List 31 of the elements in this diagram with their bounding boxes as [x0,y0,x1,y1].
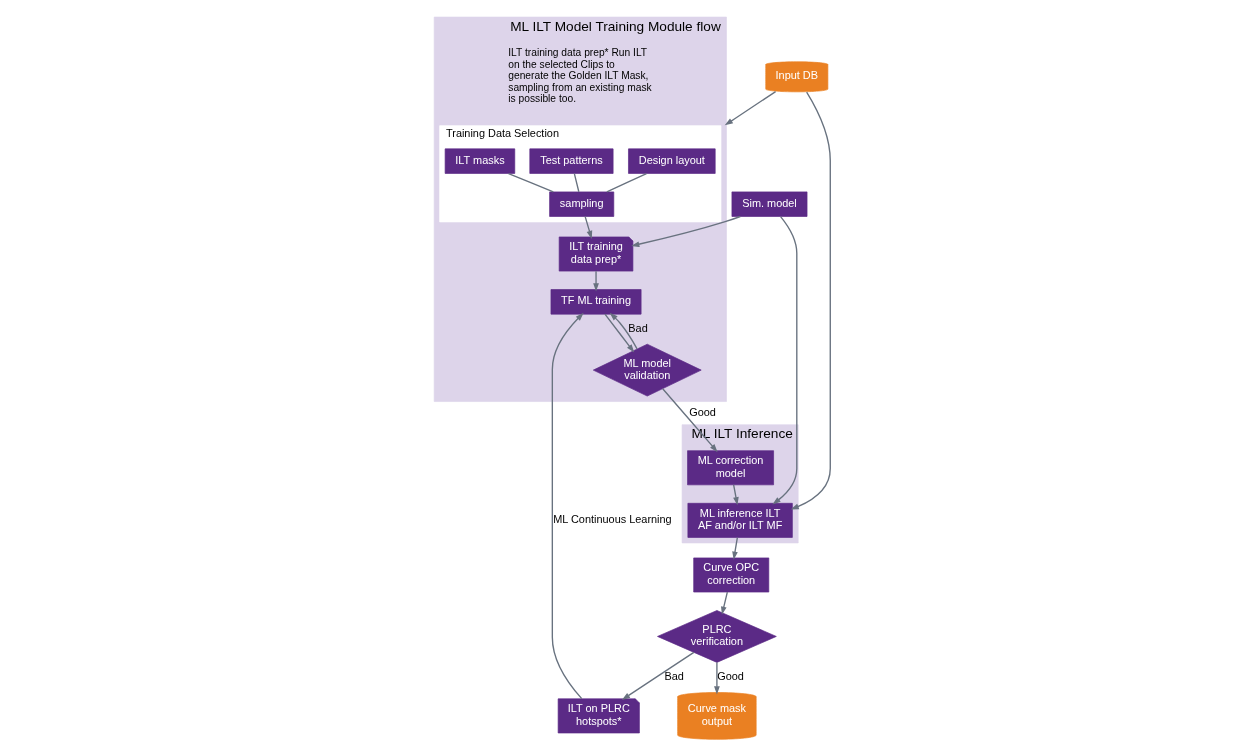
edge-label: ML Continuous Learning [553,512,672,525]
arrow [631,215,742,247]
arrow [584,215,593,239]
node-box: ML inference ILT AF and/or ILT MF [687,502,793,538]
node-box: ML correction model [687,450,774,486]
label: ILT training data prep* Run ILT on the selected Clips to generate the Golden ILT Mask, sampling from an existing mask is possible too. [508,46,652,105]
node-box: TF ML training [550,289,642,315]
node-box: Design layout [628,148,716,174]
node-box: ILT masks [444,148,516,174]
arrow [790,91,831,510]
arrow [551,312,584,700]
connector [606,172,648,193]
edge-label: Good [717,670,744,683]
edge-label: Bad [664,670,684,683]
connector [573,173,580,193]
arrow [721,591,728,615]
arrow [593,270,599,292]
edge-label: Good [689,405,716,418]
arrow [621,651,695,700]
edge-label: Bad [628,321,648,334]
arrow [732,536,739,560]
node-box: Test patterns [529,148,614,174]
arrow [724,90,777,126]
connector [507,172,554,193]
node-box: sampling [549,191,615,217]
node-diamond: PLRC verification [657,610,777,663]
arrow [714,661,720,695]
arrow [772,215,798,505]
arrow [662,388,718,453]
node-box: Curve OPC correction [693,557,770,593]
node-box: Sim. model [731,191,808,217]
